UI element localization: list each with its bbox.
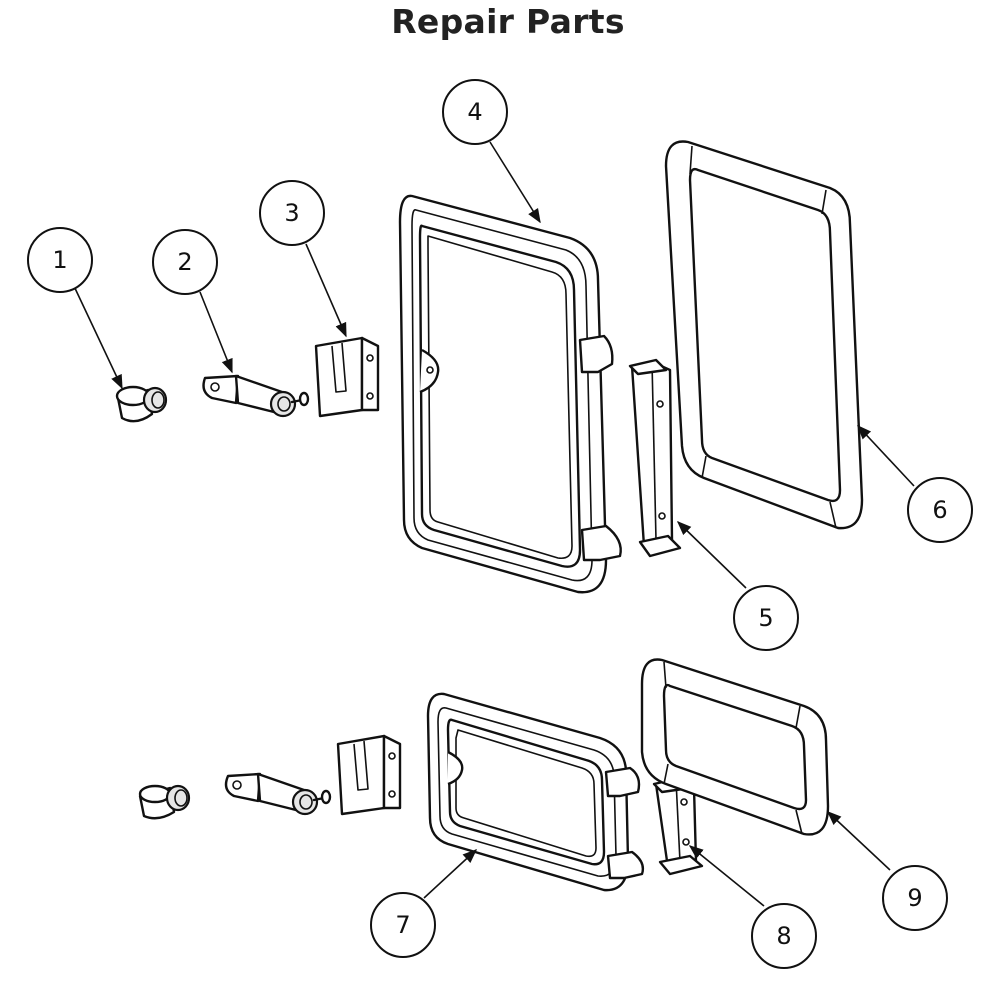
callout-6: 6 — [907, 477, 973, 543]
page-title: Repair Parts — [391, 2, 625, 41]
callout-7: 7 — [370, 892, 436, 958]
part-5-hinge-strip — [628, 358, 682, 558]
callout-9-label: 9 — [907, 884, 922, 912]
part-6-gasket — [664, 140, 864, 530]
leader-4 — [489, 141, 541, 224]
part-4-door-frame — [398, 194, 622, 594]
leader-3 — [305, 243, 347, 338]
callout-5-label: 5 — [758, 604, 773, 632]
leader-2 — [199, 291, 233, 374]
leader-7 — [423, 849, 478, 899]
callout-4-label: 4 — [467, 98, 482, 126]
part-2-latch-bar — [202, 374, 310, 418]
lower-bracket — [336, 734, 402, 816]
leader-6 — [857, 424, 915, 487]
callout-1: 1 — [27, 227, 93, 293]
callout-2-label: 2 — [177, 248, 192, 276]
callout-8: 8 — [751, 903, 817, 969]
callout-1-label: 1 — [52, 246, 67, 274]
part-9-small-gasket — [640, 658, 830, 836]
leader-9 — [826, 811, 891, 871]
callout-6-label: 6 — [932, 496, 947, 524]
leader-1 — [72, 283, 123, 390]
lower-latch-bar — [224, 772, 332, 816]
leader-8 — [688, 845, 765, 907]
callout-4: 4 — [442, 79, 508, 145]
leader-5 — [676, 520, 747, 589]
part-3-bracket — [314, 336, 380, 418]
callout-7-label: 7 — [395, 911, 410, 939]
callout-3: 3 — [259, 180, 325, 246]
part-1-knob — [115, 385, 168, 423]
callout-8-label: 8 — [776, 922, 791, 950]
lower-knob — [138, 784, 191, 820]
callout-2: 2 — [152, 229, 218, 295]
callout-3-label: 3 — [284, 199, 299, 227]
callout-9: 9 — [882, 865, 948, 931]
part-7-small-door-frame — [426, 692, 645, 892]
callout-5: 5 — [733, 585, 799, 651]
